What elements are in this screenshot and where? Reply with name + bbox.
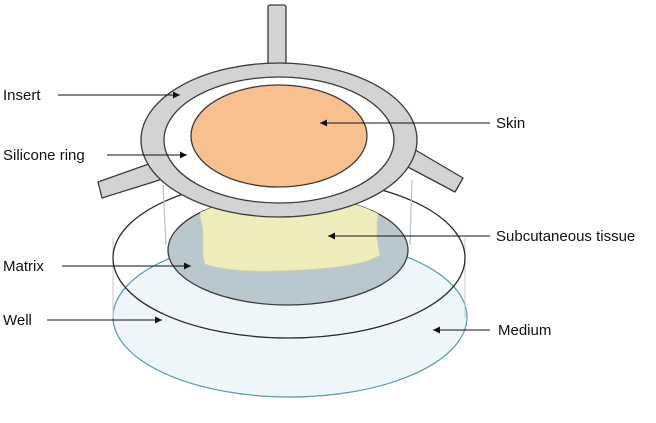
label-skin: Skin xyxy=(496,115,525,132)
label-well: Well xyxy=(3,312,32,329)
skin-disc xyxy=(190,84,368,188)
label-subcutaneous-tissue: Subcutaneous tissue xyxy=(496,228,635,245)
insert-wall-left xyxy=(162,184,167,246)
label-medium: Medium xyxy=(498,322,551,339)
label-silicone-ring: Silicone ring xyxy=(3,147,85,164)
label-matrix: Matrix xyxy=(3,258,44,275)
subcutaneous-tissue xyxy=(199,197,381,272)
label-insert: Insert xyxy=(3,87,41,104)
insert-wall-right xyxy=(409,179,413,246)
insert-stem xyxy=(267,4,287,71)
